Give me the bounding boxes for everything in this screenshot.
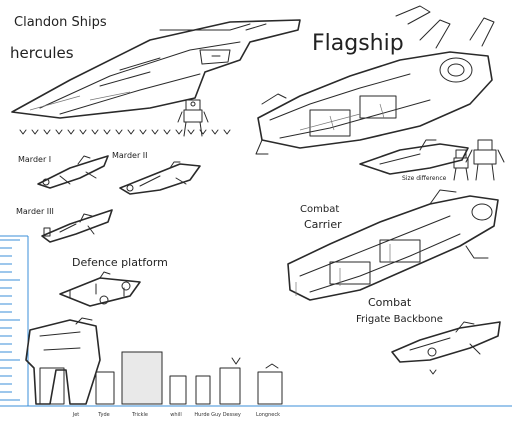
- combat-frigate-label-line1: Combat: [368, 296, 412, 309]
- marder-1-sketch: [37, 155, 109, 189]
- character-label: whill: [170, 412, 181, 418]
- flagship-sketch: [255, 5, 495, 155]
- marder-3-label: Marder III: [16, 207, 54, 216]
- arrow-divider-top: [19, 129, 231, 135]
- size-difference-label: Size difference: [402, 175, 447, 182]
- character-label: Guy Dessey: [211, 412, 241, 418]
- robot-figure-pair: [453, 139, 505, 181]
- faction-title: Clandon Ships: [14, 15, 107, 30]
- character-label: Trickle: [131, 412, 148, 418]
- marder-3-sketch: [41, 209, 113, 243]
- marder-2-sketch: [119, 161, 201, 195]
- combat-frigate-sketch: [391, 321, 501, 375]
- marder-2-label: Marder II: [112, 151, 148, 160]
- combat-carrier-label-line1: Combat: [300, 204, 339, 215]
- hercules-label: hercules: [10, 44, 74, 62]
- defence-platform-label: Defence platform: [72, 256, 168, 269]
- hercules-ship-sketch: [11, 19, 301, 119]
- character-label: Longneck: [256, 412, 280, 418]
- combat-carrier-label-line2: Carrier: [304, 218, 342, 231]
- robot-figure-small: [177, 99, 209, 137]
- defence-platform-sketch: [59, 271, 141, 307]
- character-label: Tyde: [97, 412, 109, 418]
- marder-1-label: Marder I: [18, 155, 51, 164]
- flagship-label: Flagship: [312, 31, 404, 56]
- combat-carrier-sketch: [287, 189, 499, 301]
- size-difference-ship-sketch: [359, 139, 469, 175]
- character-label: Hurde: [194, 412, 209, 418]
- scale-ruler: [0, 235, 512, 407]
- character-lineup: [25, 317, 283, 405]
- character-label: Jet: [72, 412, 80, 418]
- combat-frigate-label-line2: Frigate Backbone: [356, 314, 443, 325]
